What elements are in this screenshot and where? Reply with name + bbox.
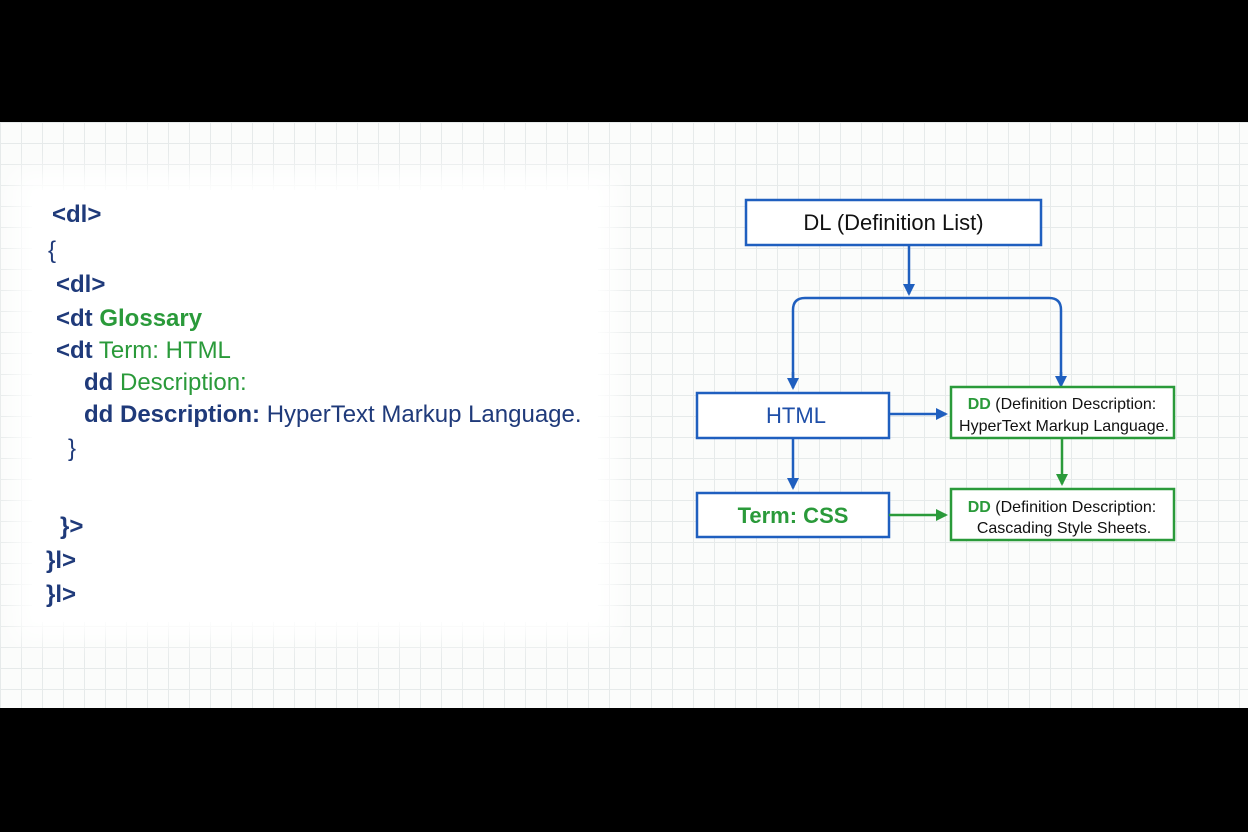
code-line-8: } [68,434,76,464]
code-brace-l-close: }l> [46,547,77,574]
code-brace-l-close-final: }l> [46,581,77,608]
code-dt-tag: <dt [56,305,93,332]
dd-html-line1-text: (Definition Description: [991,396,1156,413]
code-line-11: }l> [46,580,76,610]
dd-html-line2: HyperText Markup Language. [959,418,1169,435]
definition-list-diagram: DL (Definition List) HTML DD (Definition… [695,198,1176,542]
code-dt-tag: <dt [56,337,93,364]
bottom-letterbox-bar [0,708,1248,832]
code-open-brace: { [48,237,57,264]
code-dd-description-keyword: dd Description: [84,401,261,428]
html-node-label: HTML [766,403,826,428]
code-dd-keyword: dd [84,369,114,396]
code-line-2: { [48,236,56,266]
code-close-brace: } [68,435,77,462]
code-dl-inner-tag: <dl> [56,271,106,298]
css-term-label: Term: CSS [738,503,849,528]
dd-css-node: DD (Definition Description: Cascading St… [949,487,1176,542]
code-line-3: <dl> [56,270,105,300]
grid-canvas: <dl> { <dl> <dt Glossary <dt Term: HTML … [0,122,1248,708]
dl-root-label: DL (Definition List) [803,210,983,235]
dd-css-prefix: DD [968,499,991,516]
code-brace-close-tag: }> [60,513,84,540]
dd-html-prefix: DD [968,396,991,413]
code-line-4: <dt Glossary [56,304,202,334]
css-term-node: Term: CSS [695,491,891,539]
code-description-text: Description: [120,369,247,396]
branch-connector [791,296,1063,387]
code-line-10: }l> [46,546,76,576]
code-line-6: dd Description: [84,368,247,398]
code-dl-open-tag: <dl> [52,201,102,228]
code-panel: <dl> { <dl> <dt Glossary <dt Term: HTML … [32,190,598,622]
dd-html-node: DD (Definition Description: HyperText Ma… [949,385,1176,440]
dl-root-node: DL (Definition List) [744,198,1043,247]
code-hypertext-text: HyperText Markup Language. [266,401,582,428]
code-glossary-text: Glossary [99,305,203,332]
dd-html-line1: DD (Definition Description: [968,396,1157,413]
dd-css-line1: DD (Definition Description: [968,499,1157,516]
html-node: HTML [695,391,891,440]
code-line-1: <dl> [52,200,101,230]
code-term-html-text: Term: HTML [98,337,231,364]
top-letterbox-bar [0,0,1248,122]
code-line-7: dd Description: HyperText Markup Languag… [84,400,582,430]
dd-css-line1-text: (Definition Description: [991,499,1156,516]
code-line-5: <dt Term: HTML [56,336,231,366]
code-line-9: }> [60,512,83,542]
dd-css-line2: Cascading Style Sheets. [977,520,1151,537]
